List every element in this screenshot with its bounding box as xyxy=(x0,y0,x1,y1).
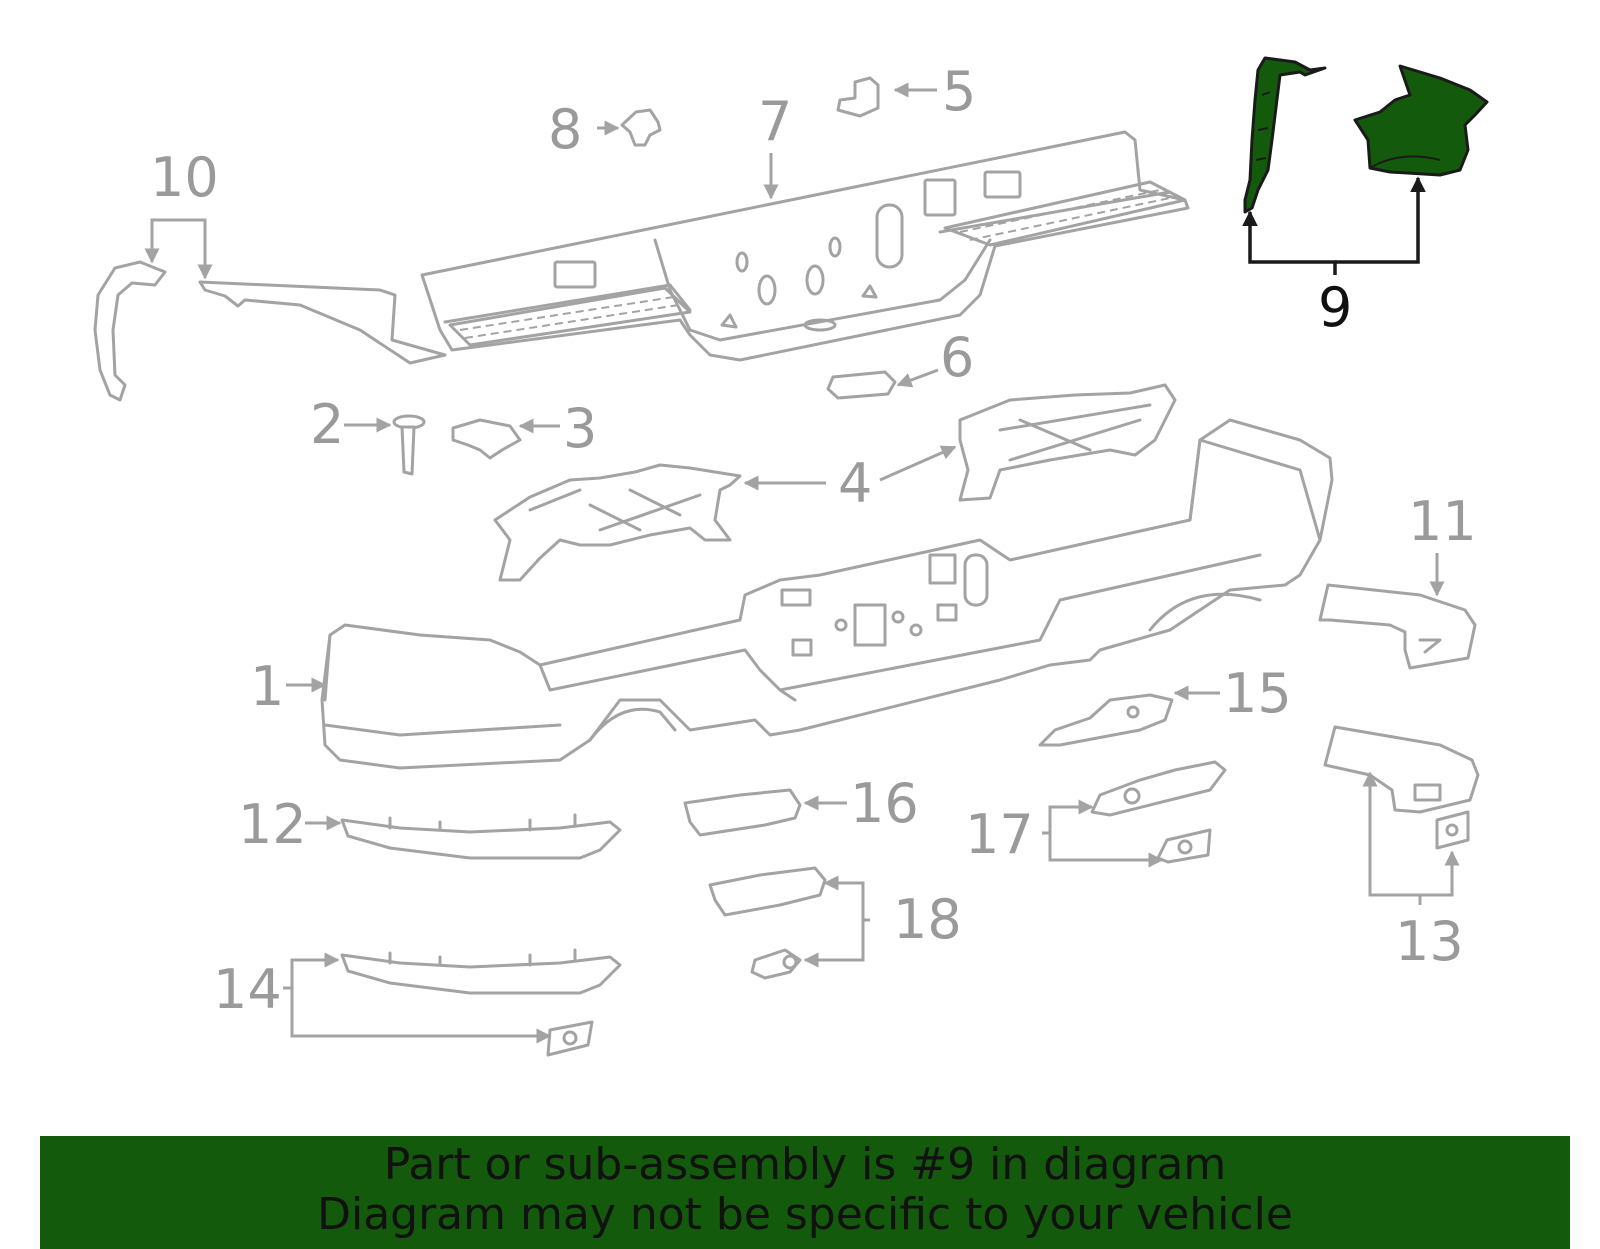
part-15-bracket xyxy=(1038,693,1174,747)
callout-5: 5 xyxy=(942,60,976,123)
part-5-clip xyxy=(836,76,880,118)
callout-2: 2 xyxy=(310,393,344,456)
part-4-brackets xyxy=(493,383,1177,582)
part-9-highlighted xyxy=(1243,56,1489,214)
part-2-bolt xyxy=(392,414,426,476)
callout-8: 8 xyxy=(548,98,582,161)
callout-14: 14 xyxy=(213,958,282,1021)
part-8-clip xyxy=(620,108,662,147)
part-16-bracket xyxy=(683,788,802,837)
callout-15: 15 xyxy=(1223,662,1292,725)
info-banner: Part or sub-assembly is #9 in diagram Di… xyxy=(40,1136,1570,1249)
part-12-trim xyxy=(340,813,622,860)
callout-10: 10 xyxy=(150,146,219,209)
callout-9: 9 xyxy=(1318,276,1352,339)
banner-line-1: Part or sub-assembly is #9 in diagram xyxy=(383,1139,1227,1190)
step-pad-right xyxy=(943,180,1187,247)
part-17-bracket xyxy=(1090,760,1227,864)
callout-11: 11 xyxy=(1408,490,1477,553)
part-10-pads xyxy=(93,260,447,402)
step-pad-left xyxy=(448,286,692,347)
part-6-cover xyxy=(826,370,897,400)
callout-18: 18 xyxy=(893,888,962,951)
part-7-step-bumper xyxy=(420,130,1190,362)
callout-12: 12 xyxy=(238,793,307,856)
callout-7: 7 xyxy=(758,90,792,153)
callout-4: 4 xyxy=(838,452,872,515)
part-1-bumper xyxy=(320,418,1334,770)
callout-16: 16 xyxy=(850,772,919,835)
callout-13: 13 xyxy=(1395,910,1464,973)
part-18-bracket xyxy=(708,866,827,980)
callout-labels: 1 2 3 4 5 6 7 8 9 10 11 12 13 14 15 16 1… xyxy=(150,60,1477,1021)
callout-1: 1 xyxy=(250,655,284,718)
callout-6: 6 xyxy=(940,326,974,389)
banner-line-2: Diagram may not be specific to your vehi… xyxy=(317,1189,1293,1240)
part-11-extension xyxy=(1318,583,1477,670)
callout-17: 17 xyxy=(965,803,1034,866)
leader-lines xyxy=(144,82,1460,1044)
part-13-extension xyxy=(1323,725,1480,850)
part-3-bracket xyxy=(451,418,522,460)
part-14-trim xyxy=(340,948,622,1057)
callout-3: 3 xyxy=(563,397,597,460)
